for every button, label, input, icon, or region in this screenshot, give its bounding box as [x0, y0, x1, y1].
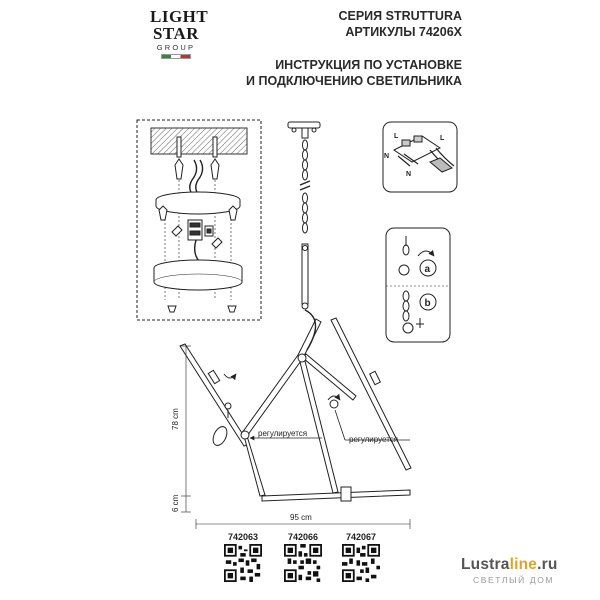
article-742067: 742067: [345, 532, 377, 542]
logo-line-1: LIGHT: [150, 7, 209, 26]
qr-code-742067: [342, 544, 380, 582]
step-a-label: a: [425, 264, 431, 275]
instruction-title-line-2: И ПОДКЛЮЧЕНИЮ СВЕТИЛЬНИКА: [246, 74, 462, 88]
watermark-accent: line: [509, 556, 538, 573]
wiring-label-n-bottom: N: [406, 171, 411, 178]
mounting-panel: [136, 119, 262, 321]
chain-hook-steps: [385, 227, 451, 343]
article-742063: 742063: [227, 532, 259, 542]
depth-dimension: 6 cm: [171, 494, 180, 512]
logo-group: GROUP: [156, 43, 196, 52]
qr-code-742066: [284, 544, 322, 582]
step-b-label: b: [425, 298, 431, 309]
logo-line-2: STAR: [152, 24, 200, 43]
lustraline-watermark: Lustraline.ru СВЕТЛЫЙ ДОМ: [461, 556, 558, 585]
adjust-label-right: регулируется: [349, 435, 398, 444]
qr-code-742063: [224, 544, 262, 582]
lamp-structure: [179, 309, 412, 502]
brand-logo: LIGHT STAR GROUP: [150, 7, 209, 59]
instruction-title-line-1: ИНСТРУКЦИЯ ПО УСТАНОВКЕ: [275, 58, 462, 72]
dimension-lines: [181, 345, 411, 529]
width-dimension: 95 cm: [290, 513, 312, 522]
watermark-suffix: .ru: [537, 556, 558, 573]
adjust-callouts: [249, 409, 410, 441]
height-dimension: 78 cm: [171, 408, 180, 430]
watermark-prefix: Lustra: [461, 556, 510, 573]
wiring-label-l-right: L: [440, 135, 445, 142]
wiring-label-l-top: L: [394, 133, 399, 140]
adjust-label-left: регулируется: [258, 429, 307, 438]
watermark-tagline: СВЕТЛЫЙ ДОМ: [473, 575, 555, 585]
wiring-terminal-detail: [382, 121, 458, 193]
wiring-label-n-left: N: [384, 153, 389, 160]
italian-flag-icon: [161, 54, 191, 59]
article-742066: 742066: [287, 532, 319, 542]
chain-suspension: [287, 121, 321, 310]
series-title: СЕРИЯ STRUTTURA: [338, 9, 462, 23]
watermark-brand: Lustraline.ru: [461, 556, 558, 574]
articles-title: АРТИКУЛЫ 74206X: [345, 25, 462, 39]
